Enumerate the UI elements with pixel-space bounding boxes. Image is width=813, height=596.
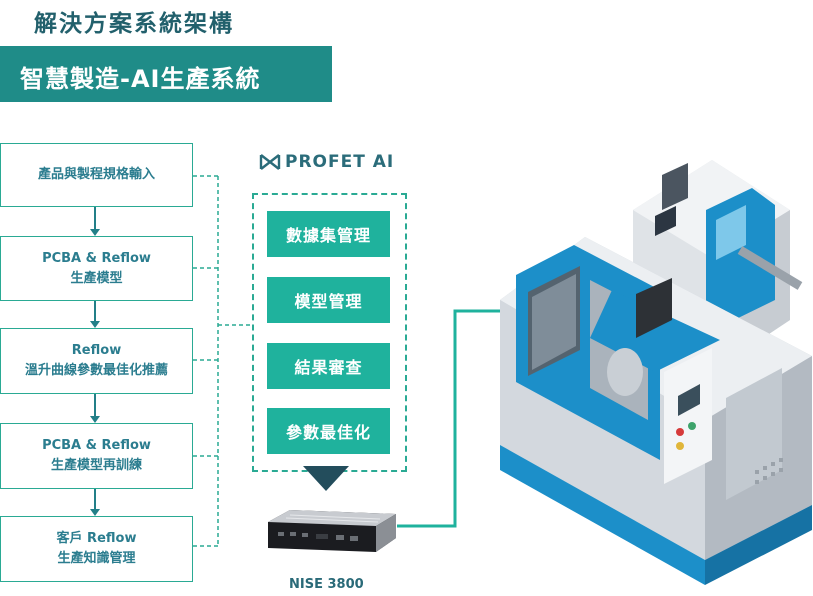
module-dataset-management: 數據集管理 <box>267 211 390 257</box>
step-line: Reflow <box>71 343 122 358</box>
flow-arrowhead <box>90 321 100 328</box>
page-title: 解決方案系統架構 <box>34 11 234 37</box>
step-line: 產品與製程規格輸入 <box>37 167 155 182</box>
workflow-step-spec-input: 產品與製程規格輸入 <box>0 143 193 207</box>
flow-arrow <box>94 394 96 416</box>
flow-arrow <box>94 301 96 321</box>
device-label: NISE 3800 <box>289 577 364 592</box>
flow-arrowhead <box>90 416 100 423</box>
brand-name: PROFET AI <box>285 152 395 172</box>
profet-logo-icon <box>259 154 281 170</box>
workflow-step-model-retrain: PCBA & Reflow 生產模型再訓練 <box>0 423 193 489</box>
step-line: 溫升曲線參數最佳化推薦 <box>24 363 168 378</box>
module-model-management: 模型管理 <box>267 277 390 323</box>
step-line: 生產知識管理 <box>57 551 136 566</box>
step-line: 生產模型 <box>70 270 123 286</box>
flow-arrowhead <box>90 509 100 516</box>
workflow-step-knowledge-management: 客戶 Reflow 生產知識管理 <box>0 516 193 582</box>
step-line: PCBA & Reflow <box>42 250 151 266</box>
workflow-step-reflow-optimization: Reflow 溫升曲線參數最佳化推薦 <box>0 328 193 394</box>
down-arrow-icon <box>303 466 349 491</box>
step-line: 生產模型再訓練 <box>50 458 142 473</box>
system-banner: 智慧製造-AI生產系統 <box>0 46 332 102</box>
flow-arrow <box>94 207 96 229</box>
profet-ai-brand: PROFET AI <box>259 152 394 172</box>
module-result-review: 結果審查 <box>267 343 390 389</box>
flow-arrowhead <box>90 229 100 236</box>
banner-title: 智慧製造-AI生產系統 <box>20 65 261 93</box>
step-line: 客戶 Reflow <box>56 531 137 546</box>
flow-arrow <box>94 489 96 509</box>
module-parameter-optimization: 參數最佳化 <box>267 408 390 454</box>
step-line: PCBA & Reflow <box>42 438 151 453</box>
workflow-step-production-model: PCBA & Reflow 生產模型 <box>0 236 193 301</box>
